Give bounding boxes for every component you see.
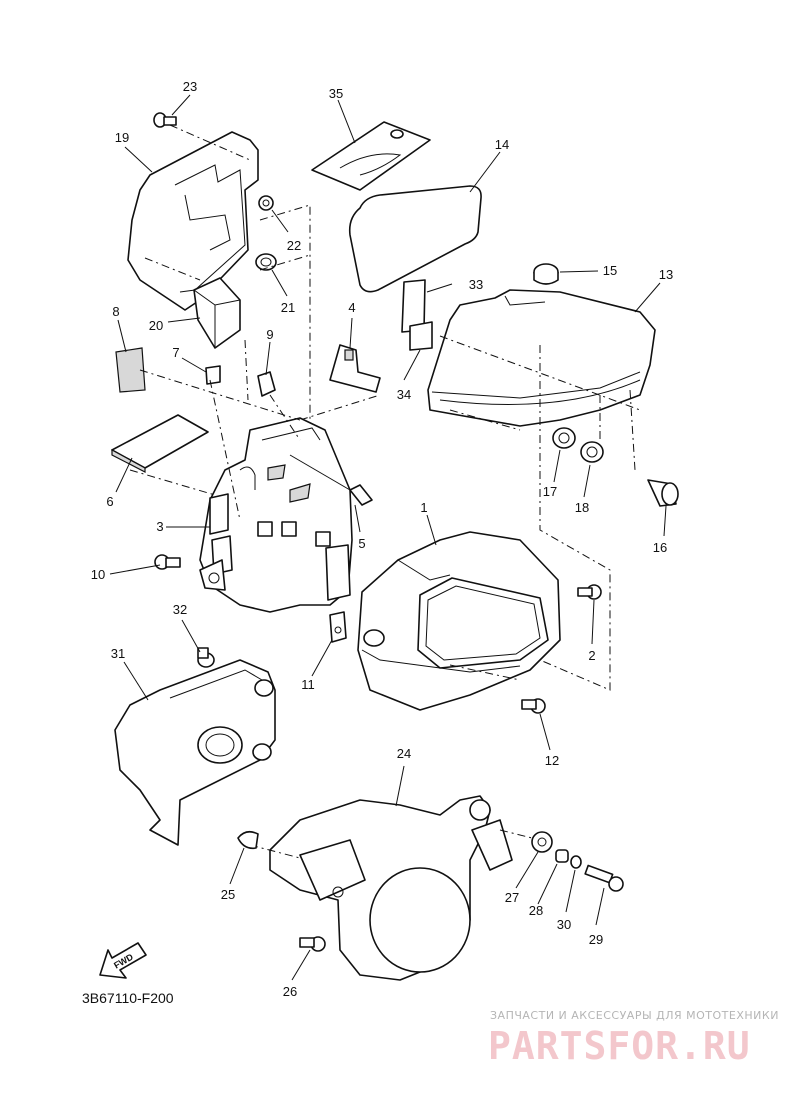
part-32-bolt	[197, 647, 215, 668]
watermark-logo: PARTSFOR.RU	[488, 1024, 751, 1068]
callout-labels: 1 2 3 4 5 6 7 8 9 10 11 12 13 14 15 16 1…	[91, 79, 673, 999]
label-26: 26	[283, 984, 297, 999]
part-29-bolt	[584, 864, 624, 892]
label-4: 4	[348, 300, 355, 315]
part-34-pad	[409, 321, 433, 351]
part-1-air-box	[357, 531, 561, 711]
label-33: 33	[469, 277, 483, 292]
part-27-grommet	[531, 831, 553, 853]
label-23: 23	[183, 79, 197, 94]
label-7: 7	[172, 345, 179, 360]
label-30: 30	[557, 917, 571, 932]
fwd-arrow-icon: FWD	[99, 942, 147, 979]
part-4-bracket	[329, 344, 381, 393]
part-18-grommet	[580, 441, 604, 463]
part-19-cover	[127, 131, 259, 311]
label-2: 2	[588, 648, 595, 663]
label-20: 20	[149, 318, 163, 333]
part-35-pad	[311, 121, 431, 191]
label-27: 27	[505, 890, 519, 905]
part-3-main-bracket	[199, 417, 353, 613]
label-1: 1	[420, 500, 427, 515]
part-20-block	[193, 277, 241, 349]
part-7-piece	[205, 365, 221, 385]
part-5-wire	[289, 454, 373, 506]
label-6: 6	[106, 494, 113, 509]
label-3: 3	[156, 519, 163, 534]
part-28-collar	[555, 849, 569, 863]
label-22: 22	[287, 238, 301, 253]
watermark-tagline: ЗАПЧАСТИ И АКСЕССУАРЫ ДЛЯ МОТОТЕХНИКИ	[490, 1009, 779, 1022]
label-10: 10	[91, 567, 105, 582]
leader-lines	[109, 94, 667, 981]
label-17: 17	[543, 484, 557, 499]
label-19: 19	[115, 130, 129, 145]
part-30-washer	[570, 855, 582, 869]
label-14: 14	[495, 137, 509, 152]
part-11-clip	[329, 611, 347, 643]
part-12-bolt	[521, 698, 546, 714]
part-16-fitting	[647, 479, 679, 507]
part-17-nut	[552, 427, 576, 449]
label-25: 25	[221, 887, 235, 902]
label-9: 9	[266, 327, 273, 342]
label-18: 18	[575, 500, 589, 515]
diagram-code: 3B67110-F200	[82, 990, 174, 1006]
part-6-sheet	[111, 414, 209, 473]
part-14-side-panel	[348, 185, 482, 293]
part-22-grommet	[258, 195, 274, 211]
part-25-cap	[237, 830, 259, 850]
label-32: 32	[173, 602, 187, 617]
part-10-bolt	[154, 554, 181, 570]
part-9-clip	[257, 371, 276, 397]
label-16: 16	[653, 540, 667, 555]
part-2-bolt	[577, 584, 602, 600]
part-24-housing	[249, 795, 541, 981]
part-23-bolt	[153, 112, 177, 128]
label-15: 15	[603, 263, 617, 278]
label-12: 12	[545, 753, 559, 768]
label-28: 28	[529, 903, 543, 918]
label-21: 21	[281, 300, 295, 315]
label-11: 11	[301, 677, 315, 692]
part-21-grommet	[255, 253, 277, 271]
label-29: 29	[589, 932, 603, 947]
part-13-tank-cover	[427, 289, 656, 427]
label-24: 24	[397, 746, 411, 761]
label-35: 35	[329, 86, 343, 101]
part-15-cap	[533, 263, 559, 285]
label-31: 31	[111, 646, 125, 661]
part-31-cover	[114, 659, 276, 846]
part-8-pad	[115, 347, 146, 393]
part-26-bolt	[299, 936, 326, 952]
label-34: 34	[397, 387, 411, 402]
label-5: 5	[358, 536, 365, 551]
label-13: 13	[659, 267, 673, 282]
label-8: 8	[112, 304, 119, 319]
